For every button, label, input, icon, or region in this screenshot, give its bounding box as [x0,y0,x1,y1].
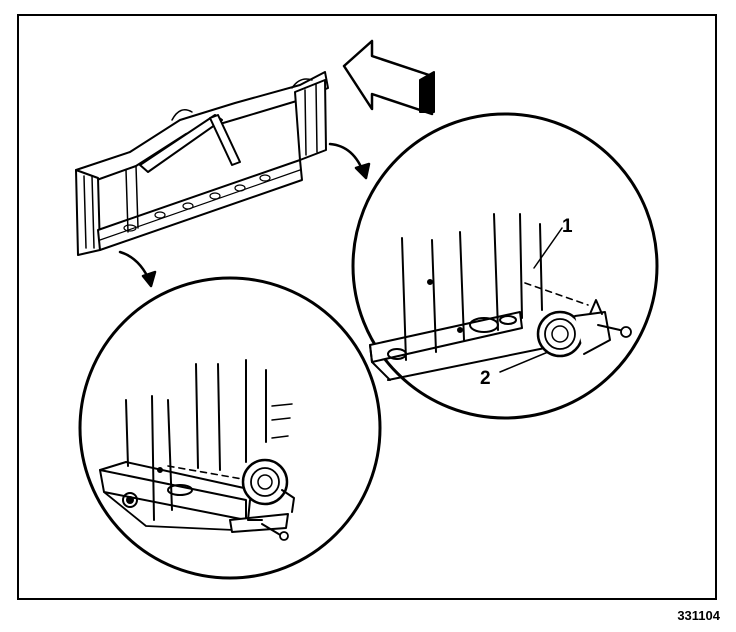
callout-2: 2 [480,368,491,389]
detail-arrow-icon [118,142,371,288]
callout-1: 1 [562,216,573,237]
front-direction-arrow-icon [342,39,435,116]
radiator-support [75,71,329,256]
horn-right [536,299,632,358]
diagram-frame [17,14,717,600]
horn-left [229,458,295,541]
detail-view-right [351,112,659,420]
detail-view-left [78,276,382,580]
figure-number: 331104 [677,608,720,623]
